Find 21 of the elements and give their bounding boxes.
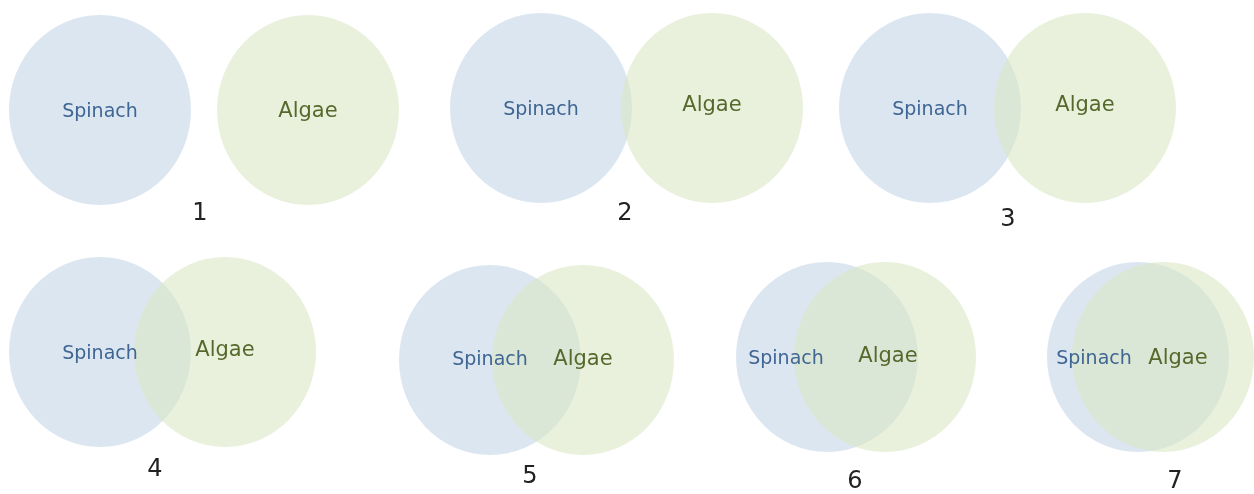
circle-label: Spinach (503, 97, 579, 119)
figure-number: 3 (1000, 204, 1016, 232)
circle-label: Spinach (62, 341, 138, 363)
circle-label: Spinach (62, 99, 138, 121)
figure-number: 1 (192, 198, 208, 226)
circle-label: Algae (682, 92, 742, 116)
figure-number: 6 (847, 466, 863, 494)
figure-number: 4 (147, 454, 163, 482)
circle-label: Algae (1148, 345, 1208, 369)
circle-label: Algae (195, 337, 255, 361)
figure-number: 5 (522, 461, 538, 489)
circle-label: Spinach (1056, 346, 1132, 368)
figure-number: 2 (617, 198, 633, 226)
circle-label: Algae (858, 343, 918, 367)
circle-label: Algae (278, 98, 338, 122)
circle-label: Spinach (452, 347, 528, 369)
circle-label: Algae (1055, 92, 1115, 116)
figure-number: 7 (1167, 466, 1183, 494)
circle-label: Spinach (748, 346, 824, 368)
circle-label: Spinach (892, 97, 968, 119)
circle-label: Algae (553, 346, 613, 370)
